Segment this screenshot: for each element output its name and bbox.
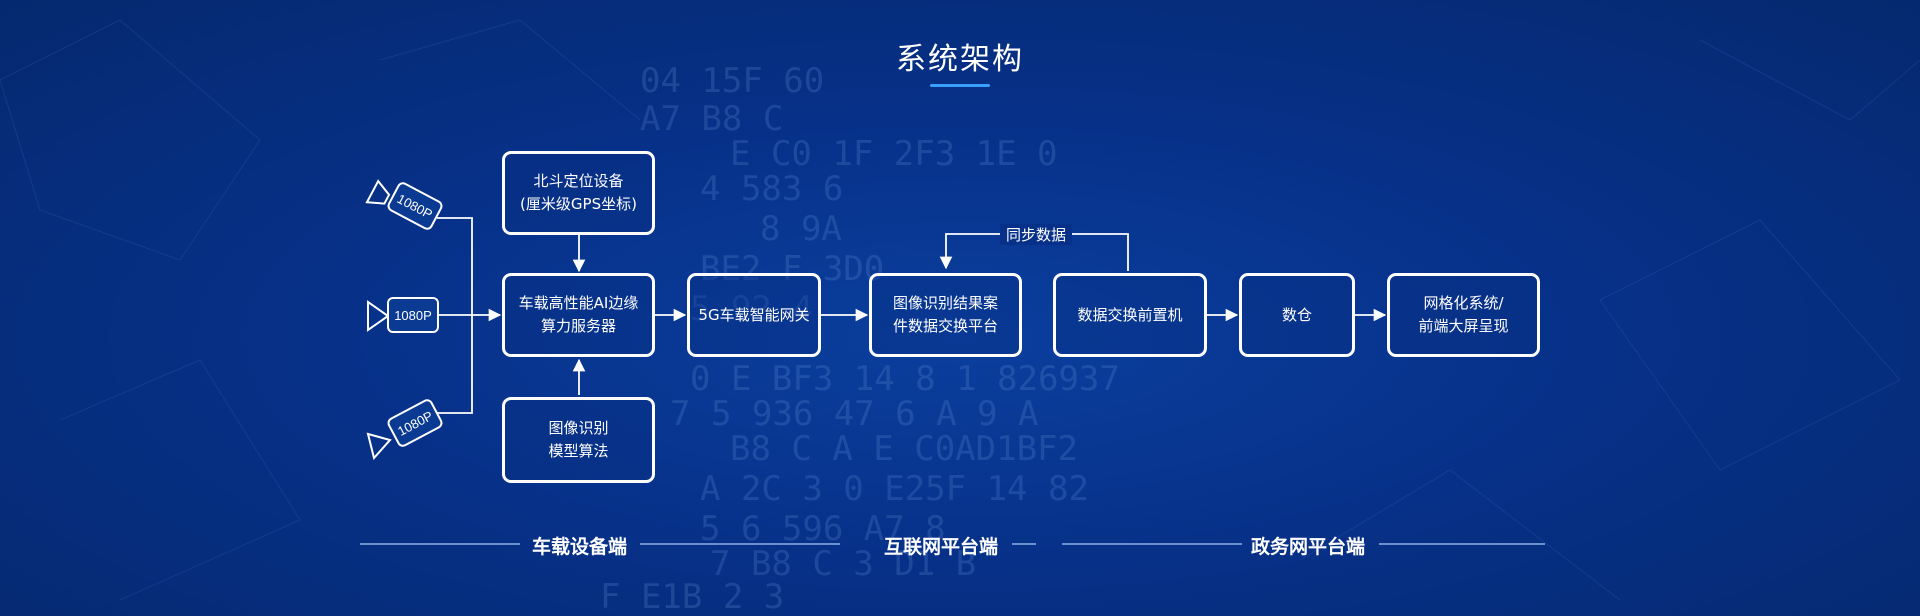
5g-gateway-box: 5G车载智能网关 <box>687 273 821 357</box>
algorithm-box: 图像识别 模型算法 <box>502 397 655 483</box>
svg-text:7 B8 C 3 D1 B: 7 B8 C 3 D1 B <box>710 544 976 584</box>
warehouse-label: 数仓 <box>1281 305 1312 324</box>
camera-top-link <box>437 217 473 315</box>
result-platform-label: 图像识别结果案 件数据交换平台 <box>892 294 998 335</box>
camera-middle: 1080P <box>387 297 439 333</box>
segment-line <box>640 543 840 545</box>
segment-internet-label: 互联网平台端 <box>884 536 999 558</box>
segment-line <box>1012 543 1036 545</box>
edge-server-label: 车载高性能AI边缘 算力服务器 <box>518 294 639 335</box>
segment-line <box>360 543 520 545</box>
beidou-positioning-box: 北斗定位设备 (厘米级GPS坐标) <box>502 151 655 235</box>
svg-text:F E1B 2 3: F E1B 2 3 <box>600 577 784 616</box>
camera-bottom-link <box>437 315 473 414</box>
page-title: 系统架构 <box>896 42 1024 77</box>
svg-text:8 9A: 8 9A <box>760 209 842 249</box>
svg-text:4 583 6: 4 583 6 <box>700 169 843 209</box>
svg-text:04 15F 60: 04 15F 60 <box>640 61 824 101</box>
svg-text:0 E BF3 14 8 1 826937: 0 E BF3 14 8 1 826937 <box>690 359 1120 399</box>
front-exchange-label: 数据交换前置机 <box>1077 305 1183 324</box>
svg-text:E C0 1F 2F3 1E 0: E C0 1F 2F3 1E 0 <box>730 134 1058 174</box>
camera-middle-icon <box>367 300 390 332</box>
camera-top-icon <box>365 179 391 205</box>
svg-text:A 2C 3 0 E25F 14 82: A 2C 3 0 E25F 14 82 <box>700 469 1089 509</box>
warehouse-box: 数仓 <box>1239 273 1355 357</box>
segment-line <box>1062 543 1242 545</box>
sync-data-label: 同步数据 <box>1000 224 1073 245</box>
grid-system-label: 网格化系统/ 前端大屏呈现 <box>1418 294 1509 335</box>
algorithm-label: 图像识别 模型算法 <box>548 419 609 460</box>
edge-server-box: 车载高性能AI边缘 算力服务器 <box>502 273 655 357</box>
svg-text:5 92 4: 5 92 4 <box>690 289 813 329</box>
5g-gateway-label: 5G车载智能网关 <box>698 305 810 324</box>
front-exchange-box: 数据交换前置机 <box>1053 273 1207 357</box>
camera-bottom-icon <box>366 432 392 460</box>
svg-text:BE2 F 3D0: BE2 F 3D0 <box>700 249 884 289</box>
segment-vehicle-label: 车载设备端 <box>532 536 628 558</box>
segment-line <box>1379 543 1545 545</box>
svg-text:5 6 596 A7 8: 5 6 596 A7 8 <box>700 509 946 549</box>
segment-government-label: 政务网平台端 <box>1251 536 1366 558</box>
svg-text:B8 C A E C0AD1BF2: B8 C A E C0AD1BF2 <box>730 429 1078 469</box>
result-platform-box: 图像识别结果案 件数据交换平台 <box>869 273 1022 357</box>
svg-text:A7 B8 C: A7 B8 C <box>640 99 783 139</box>
grid-system-box: 网格化系统/ 前端大屏呈现 <box>1387 273 1540 357</box>
svg-text:7 5 936 47 6 A 9 A: 7 5 936 47 6 A 9 A <box>670 394 1038 434</box>
beidou-label: 北斗定位设备 (厘米级GPS坐标) <box>520 172 637 213</box>
title-underline <box>930 84 990 87</box>
